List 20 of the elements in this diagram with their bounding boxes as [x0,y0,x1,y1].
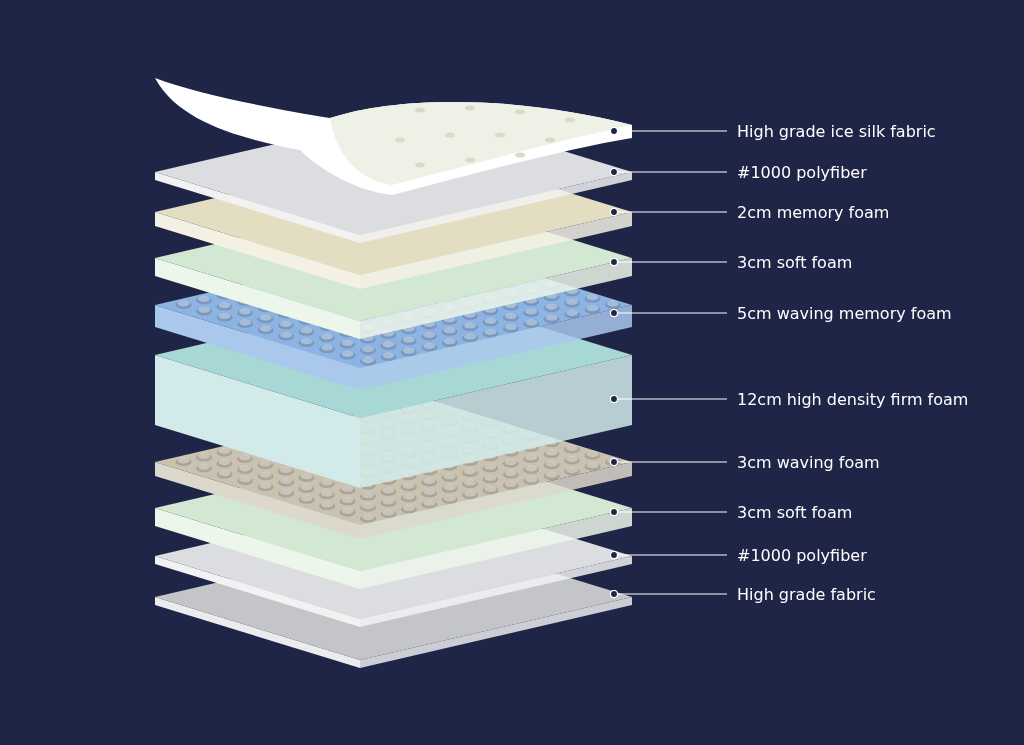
layer-label: #1000 polyfiber [737,162,867,182]
layer-label: #1000 polyfiber [737,545,867,565]
layer-label: 3cm soft foam [737,252,853,272]
leader-line [609,207,728,217]
leader-line [609,167,728,177]
layer-label: High grade ice silk fabric [737,121,936,141]
leader-line [609,589,728,599]
leader-line [609,257,728,267]
layer-label: 3cm soft foam [737,502,853,522]
layer-label: 5cm waving memory foam [737,303,952,323]
layer-label: 3cm waving foam [737,452,880,472]
leader-line [609,457,728,467]
layer-label: 2cm memory foam [737,202,890,222]
layer-label: High grade fabric [737,584,876,604]
leader-line [609,507,728,517]
leader-line [609,394,728,404]
leader-line [609,126,728,136]
leader-line [609,308,728,318]
leader-line [609,550,728,560]
layer-label: 12cm high density firm foam [737,389,969,409]
